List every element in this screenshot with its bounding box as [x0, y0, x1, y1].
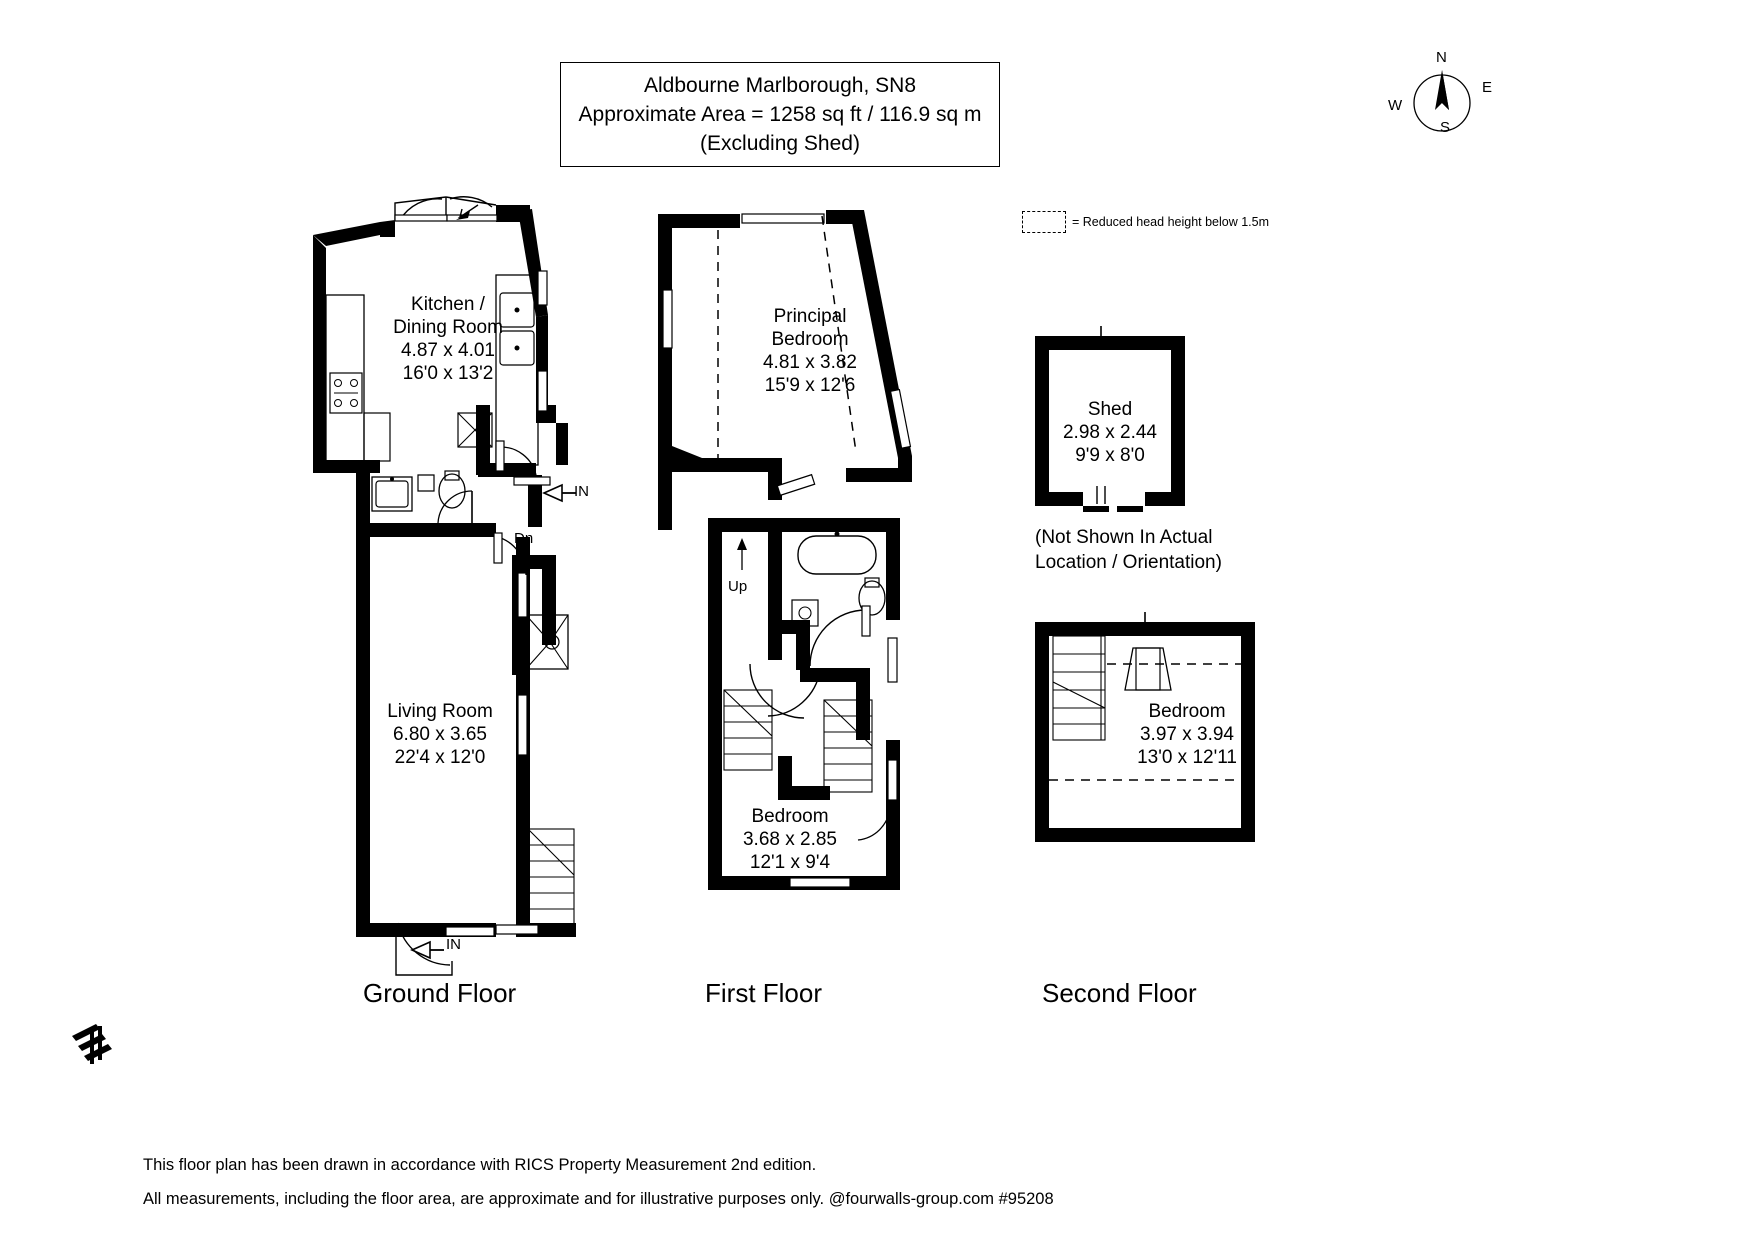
ground-floor-drawing — [313, 196, 576, 976]
entry-label-side: IN — [574, 483, 589, 500]
room-label-living-room: Living Room 6.80 x 3.65 22'4 x 12'0 — [387, 701, 493, 768]
approximate-area: Approximate Area = 1258 sq ft / 116.9 sq… — [578, 103, 982, 126]
fourwalls-logo — [70, 1020, 118, 1070]
room-label-kitchen-dining: Kitchen / Dining Room 4.87 x 4.01 16'0 x… — [393, 294, 503, 384]
first-floor-caption: First Floor — [705, 978, 822, 1008]
area-exclusion-note: (Excluding Shed) — [700, 132, 860, 155]
room-label-bedroom-second: Bedroom 3.97 x 3.94 13'0 x 12'11 — [1137, 701, 1237, 768]
compass-west-label: W — [1388, 97, 1403, 114]
second-floor-drawing — [1035, 612, 1255, 842]
second-floor-plan: Bedroom 3.97 x 3.94 13'0 x 12'11 — [1035, 612, 1255, 842]
first-floor-drawing — [658, 210, 912, 890]
ground-floor-caption: Ground Floor — [363, 978, 517, 1008]
property-address: Aldbourne Marlborough, SN8 — [644, 74, 916, 97]
room-label-bedroom-first: Bedroom 3.68 x 2.85 12'1 x 9'4 — [742, 806, 838, 873]
footer-line-rics: This floor plan has been drawn in accord… — [143, 1156, 817, 1174]
first-floor-plan: Principal Bedroom 4.81 x 3.82 15'9 x 12'… — [650, 200, 950, 940]
stairs-down-label: Dn — [514, 530, 534, 547]
room-label-shed: Shed 2.98 x 2.44 9'9 x 8'0 — [1062, 399, 1158, 466]
entry-label-front: IN — [446, 936, 461, 953]
stairs-up-label: Up — [728, 578, 748, 595]
compass-rose: N E S W — [1388, 49, 1500, 150]
compass-north-label: N — [1436, 49, 1447, 66]
footer-line-measurements: All measurements, including the floor ar… — [143, 1190, 1054, 1208]
entry-arrow-front — [410, 940, 444, 960]
compass-south-label: S — [1440, 119, 1451, 136]
shed-drawing — [1035, 326, 1185, 512]
footer-disclaimer: This floor plan has been drawn in accord… — [143, 1148, 1054, 1216]
title-block: Aldbourne Marlborough, SN8 Approximate A… — [560, 62, 1000, 167]
ground-floor-plan: Kitchen / Dining Room 4.87 x 4.01 16'0 x… — [300, 175, 610, 976]
compass-east-label: E — [1482, 79, 1493, 96]
reduced-head-height-swatch — [1022, 211, 1066, 233]
room-label-principal-bedroom: Principal Bedroom 4.81 x 3.82 15'9 x 12'… — [762, 306, 858, 396]
reduced-head-height-label: = Reduced head height below 1.5m — [1072, 215, 1270, 229]
second-floor-caption: Second Floor — [1042, 978, 1197, 1008]
shed-plan: Shed 2.98 x 2.44 9'9 x 8'0 — [1035, 326, 1185, 512]
shed-location-note: (Not Shown In Actual Location / Orientat… — [1035, 527, 1222, 573]
